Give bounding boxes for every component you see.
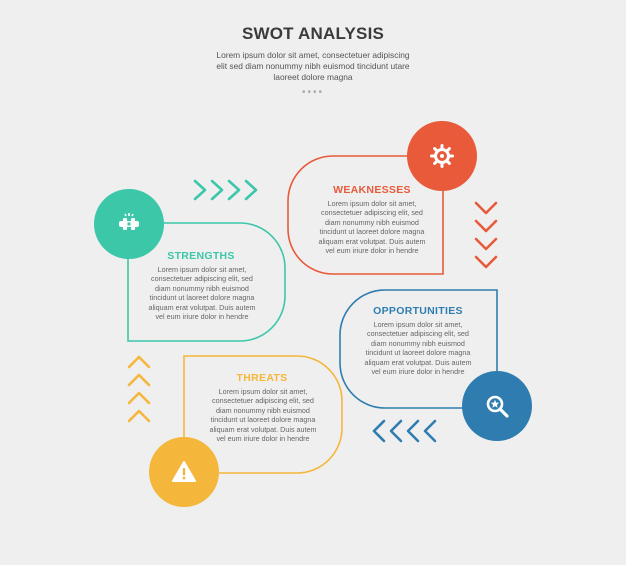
arrows-up bbox=[127, 355, 151, 423]
gear-hand-icon bbox=[119, 213, 139, 230]
threats-outline bbox=[183, 355, 343, 474]
weaknesses-body: Lorem ipsum dolor sit amet, consectetuer… bbox=[318, 199, 426, 256]
opportunities-icon-circle bbox=[462, 371, 532, 441]
search-icon bbox=[486, 395, 509, 418]
page-subtitle: Lorem ipsum dolor sit amet, consectetuer… bbox=[216, 50, 410, 82]
weaknesses-outline bbox=[287, 155, 444, 275]
threats-body: Lorem ipsum dolor sit amet, consectetuer… bbox=[209, 387, 317, 444]
weaknesses-icon-circle bbox=[407, 121, 477, 191]
threats-title: THREATS bbox=[236, 372, 288, 384]
strengths-icon-circle bbox=[94, 189, 164, 259]
threats-icon-circle bbox=[149, 437, 219, 507]
arrows-left bbox=[372, 419, 437, 443]
arrows-right bbox=[193, 179, 258, 201]
page-title: SWOT ANALYSIS bbox=[241, 24, 385, 43]
gear-setting-icon bbox=[430, 144, 454, 168]
strengths-body: Lorem ipsum dolor sit amet, consectetuer… bbox=[148, 265, 256, 322]
weaknesses-title: WEAKNESSES bbox=[333, 184, 411, 196]
arrows-down bbox=[474, 201, 498, 269]
pagination-dots: •••• bbox=[301, 87, 324, 98]
strengths-title: STRENGTHS bbox=[167, 250, 235, 262]
opportunities-body: Lorem ipsum dolor sit amet, consectetuer… bbox=[364, 320, 472, 377]
strengths-outline bbox=[127, 222, 286, 342]
opportunities-outline bbox=[339, 289, 498, 409]
opportunities-title: OPPORTUNITIES bbox=[373, 305, 463, 317]
warning-icon bbox=[172, 461, 196, 482]
